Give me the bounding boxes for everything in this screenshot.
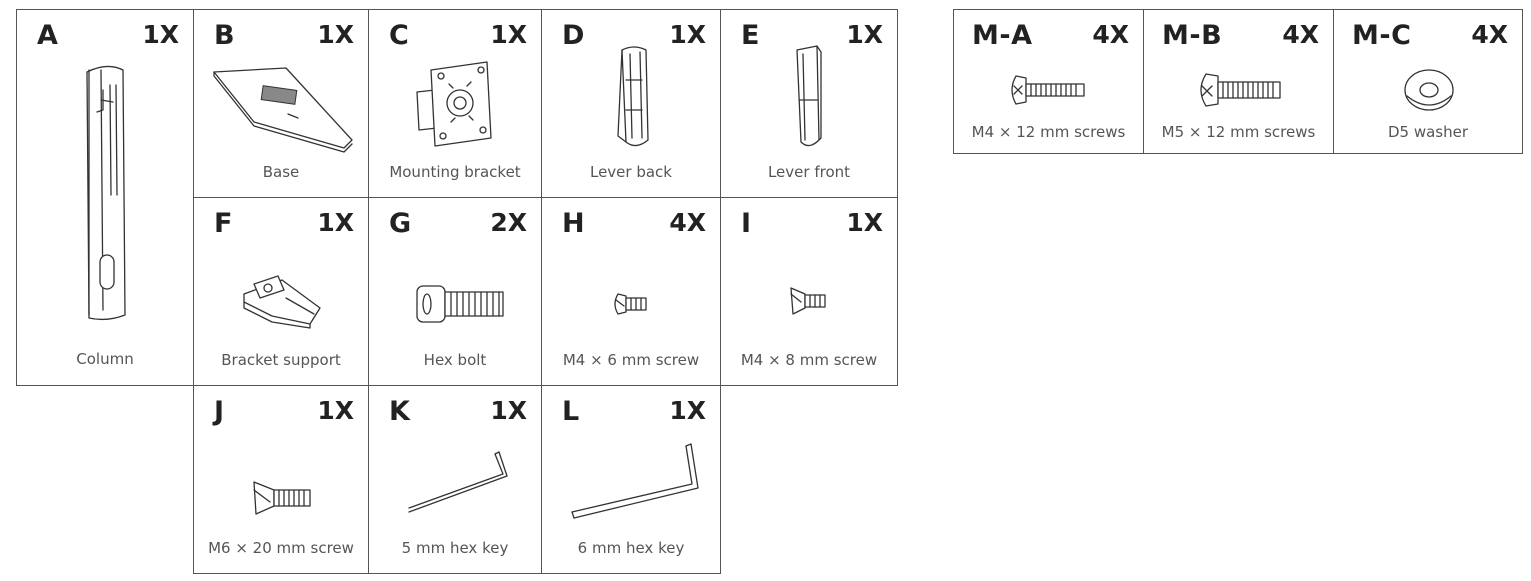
- part-letter: B: [214, 20, 236, 51]
- part-cell-c: C 1X Mounting bracket: [368, 9, 542, 198]
- m4-8mm-screw-illustration: [721, 198, 897, 385]
- part-cell-h: H 4X M4 × 6 mm screw: [541, 197, 721, 386]
- hex-key-5mm-illustration: [369, 386, 541, 573]
- part-letter: D: [562, 20, 585, 51]
- part-quantity: 1X: [846, 208, 883, 237]
- part-quantity: 1X: [846, 20, 883, 49]
- part-cell-g: G 2X Hex bolt: [368, 197, 542, 386]
- hardware-cell-m-b: M-B 4X M5 × 12 mm screws: [1143, 9, 1334, 154]
- part-quantity: 1X: [490, 20, 527, 49]
- hardware-letter: M-C: [1352, 20, 1412, 51]
- part-label: Hex bolt: [423, 351, 487, 369]
- m4-12mm-screw-illustration: [954, 10, 1143, 153]
- hardware-label: M5 × 12 mm screws: [1161, 123, 1316, 141]
- hardware-cell-m-c: M-C 4X D5 washer: [1333, 9, 1523, 154]
- part-label: Column: [76, 350, 134, 368]
- part-label: 5 mm hex key: [401, 539, 509, 557]
- part-letter: G: [389, 208, 412, 239]
- part-label: M4 × 6 mm screw: [562, 351, 700, 369]
- part-quantity: 1X: [142, 20, 179, 49]
- m6-20mm-screw-illustration: [194, 386, 368, 573]
- part-label: M6 × 20 mm screw: [208, 539, 354, 557]
- part-cell-a: A 1X Column: [16, 9, 194, 386]
- m4-6mm-screw-illustration: [542, 198, 720, 385]
- part-label: Lever front: [767, 163, 851, 181]
- part-quantity: 1X: [490, 396, 527, 425]
- part-cell-j: J 1X M6 × 20 mm screw: [193, 385, 369, 574]
- part-cell-k: K 1X 5 mm hex key: [368, 385, 542, 574]
- mounting-bracket-illustration: [369, 10, 541, 197]
- part-cell-i: I 1X M4 × 8 mm screw: [720, 197, 898, 386]
- part-letter: H: [562, 208, 586, 239]
- hex-bolt-illustration: [369, 198, 541, 385]
- part-label: Mounting bracket: [389, 163, 521, 181]
- part-letter: A: [37, 20, 59, 51]
- part-letter: J: [214, 396, 225, 427]
- part-label: M4 × 8 mm screw: [740, 351, 878, 369]
- part-label: Base: [262, 163, 300, 181]
- part-label: Bracket support: [221, 351, 341, 369]
- bracket-support-illustration: [194, 198, 368, 385]
- part-quantity: 1X: [317, 20, 354, 49]
- m5-12mm-screw-illustration: [1144, 10, 1333, 153]
- part-quantity: 1X: [669, 396, 706, 425]
- base-plate-illustration: [194, 10, 368, 197]
- part-letter: E: [741, 20, 760, 51]
- part-letter: L: [562, 396, 580, 427]
- lever-back-illustration: [542, 10, 720, 197]
- part-quantity: 1X: [317, 208, 354, 237]
- part-cell-e: E 1X Lever front: [720, 9, 898, 198]
- hardware-cell-m-a: M-A 4X M4 × 12 mm screws: [953, 9, 1144, 154]
- part-cell-f: F 1X Bracket support: [193, 197, 369, 386]
- part-cell-b: B 1X Base: [193, 9, 369, 198]
- lever-front-illustration: [721, 10, 897, 197]
- washer-illustration: [1334, 10, 1522, 153]
- part-quantity: 1X: [669, 20, 706, 49]
- part-letter: F: [214, 208, 233, 239]
- part-quantity: 4X: [669, 208, 706, 237]
- part-letter: C: [389, 20, 410, 51]
- part-label: 6 mm hex key: [577, 539, 685, 557]
- hardware-quantity: 4X: [1282, 20, 1319, 49]
- hardware-quantity: 4X: [1471, 20, 1508, 49]
- part-quantity: 1X: [317, 396, 354, 425]
- hardware-quantity: 4X: [1092, 20, 1129, 49]
- column-illustration: [17, 10, 193, 385]
- hardware-label: D5 washer: [1387, 123, 1469, 141]
- part-letter: I: [741, 208, 752, 239]
- part-cell-l: L 1X 6 mm hex key: [541, 385, 721, 574]
- hex-key-6mm-illustration: [542, 386, 720, 573]
- part-letter: K: [389, 396, 411, 427]
- part-label: Lever back: [589, 163, 672, 181]
- part-quantity: 2X: [490, 208, 527, 237]
- hardware-letter: M-B: [1162, 20, 1223, 51]
- hardware-label: M4 × 12 mm screws: [971, 123, 1126, 141]
- part-cell-d: D 1X Lever back: [541, 9, 721, 198]
- hardware-letter: M-A: [972, 20, 1033, 51]
